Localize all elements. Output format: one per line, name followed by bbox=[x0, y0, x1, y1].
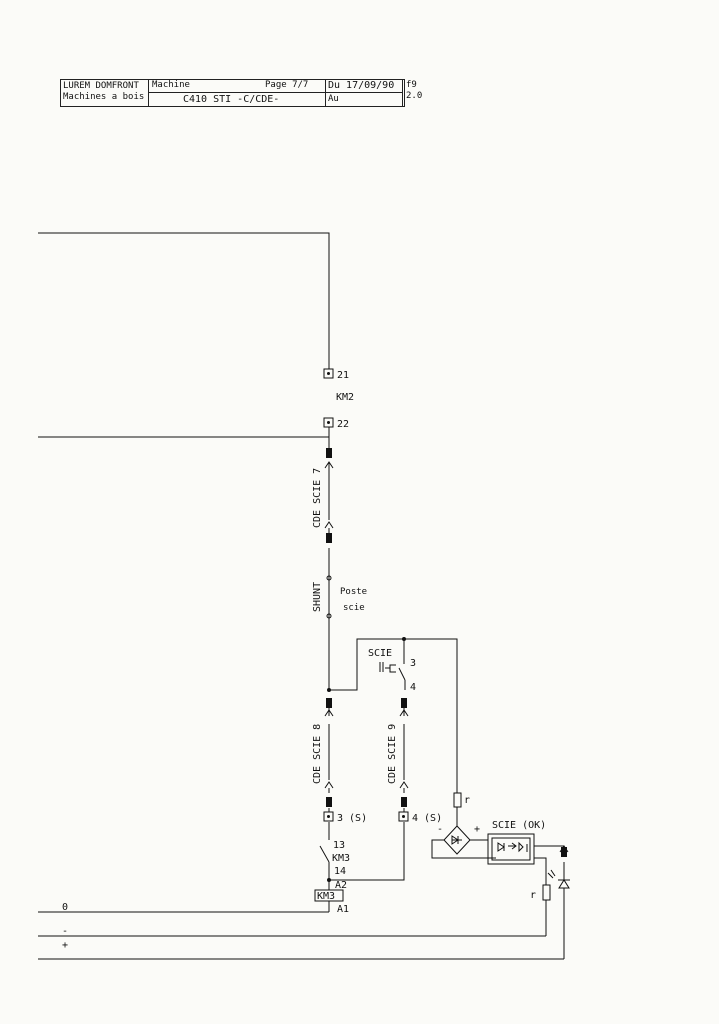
km2-label: KM2 bbox=[336, 392, 354, 403]
rectifier-bridge bbox=[443, 825, 471, 855]
switch-actuator bbox=[385, 664, 396, 673]
resistor-r1-label: r bbox=[464, 795, 470, 806]
a1-label: A1 bbox=[337, 904, 349, 915]
cde-scie-8-label: CDE SCIE 8 bbox=[312, 724, 323, 784]
switch-terminal-4: 4 bbox=[410, 682, 416, 693]
shunt-label: SHUNT bbox=[312, 582, 323, 612]
indicator-led bbox=[558, 879, 570, 889]
terminal-4-label: 4 (S) bbox=[412, 813, 442, 824]
resistor-r2 bbox=[542, 884, 551, 901]
rail-zero-label: 0 bbox=[62, 902, 68, 913]
km2-terminal-22-label: 22 bbox=[337, 419, 349, 430]
date-from: Du 17/09/90 bbox=[328, 80, 395, 91]
company-name: LUREM DOMFRONT bbox=[63, 81, 139, 91]
terminal-3-label: 3 (S) bbox=[337, 813, 367, 824]
sheet-code: f9 bbox=[406, 80, 417, 90]
km3-14-label: 14 bbox=[334, 866, 346, 877]
date-to: Au bbox=[328, 94, 339, 104]
switch-terminal-3: 3 bbox=[410, 658, 416, 669]
title-block: LUREM DOMFRONT Machines a bois Machine P… bbox=[60, 79, 422, 107]
rectifier-plus: + bbox=[474, 824, 480, 835]
rectifier-minus: - bbox=[437, 824, 443, 835]
drawing-title: C410 STI -C/CDE- bbox=[183, 94, 280, 105]
scie-switch-blade bbox=[398, 667, 406, 681]
wire-to-km2-21 bbox=[38, 232, 330, 370]
section-label: Machine bbox=[152, 80, 190, 90]
wire-to-km2-22 bbox=[38, 423, 330, 438]
km3-13-label: 13 bbox=[333, 840, 345, 851]
km2-terminal-21-label: 21 bbox=[337, 370, 349, 381]
rail-minus-label: - bbox=[62, 926, 68, 937]
scie-supply-wire bbox=[404, 638, 458, 793]
a2-label: A2 bbox=[335, 880, 347, 891]
cde-scie-9-label: CDE SCIE 9 bbox=[387, 724, 398, 784]
cde-scie-7-label: CDE SCIE 7 bbox=[312, 468, 323, 528]
scie-switch-label: SCIE bbox=[368, 648, 392, 659]
km3-contact-label: KM3 bbox=[332, 853, 350, 864]
optocoupler bbox=[487, 833, 535, 865]
page-number: Page 7/7 bbox=[265, 80, 309, 90]
company-subtitle: Machines a bois bbox=[63, 92, 145, 102]
revision: 2.0 bbox=[406, 91, 423, 101]
poste-label: Poste bbox=[340, 587, 367, 597]
resistor-r1 bbox=[453, 792, 462, 808]
scie-small-label: scie bbox=[343, 603, 365, 613]
km3-contact bbox=[319, 845, 330, 863]
bridge-wire bbox=[329, 638, 404, 691]
km3-coil-label: KM3 bbox=[317, 891, 335, 902]
resistor-r2-label: r bbox=[530, 890, 536, 901]
scie-ok-label: SCIE (OK) bbox=[492, 820, 546, 831]
rail-plus-label: + bbox=[62, 940, 68, 951]
